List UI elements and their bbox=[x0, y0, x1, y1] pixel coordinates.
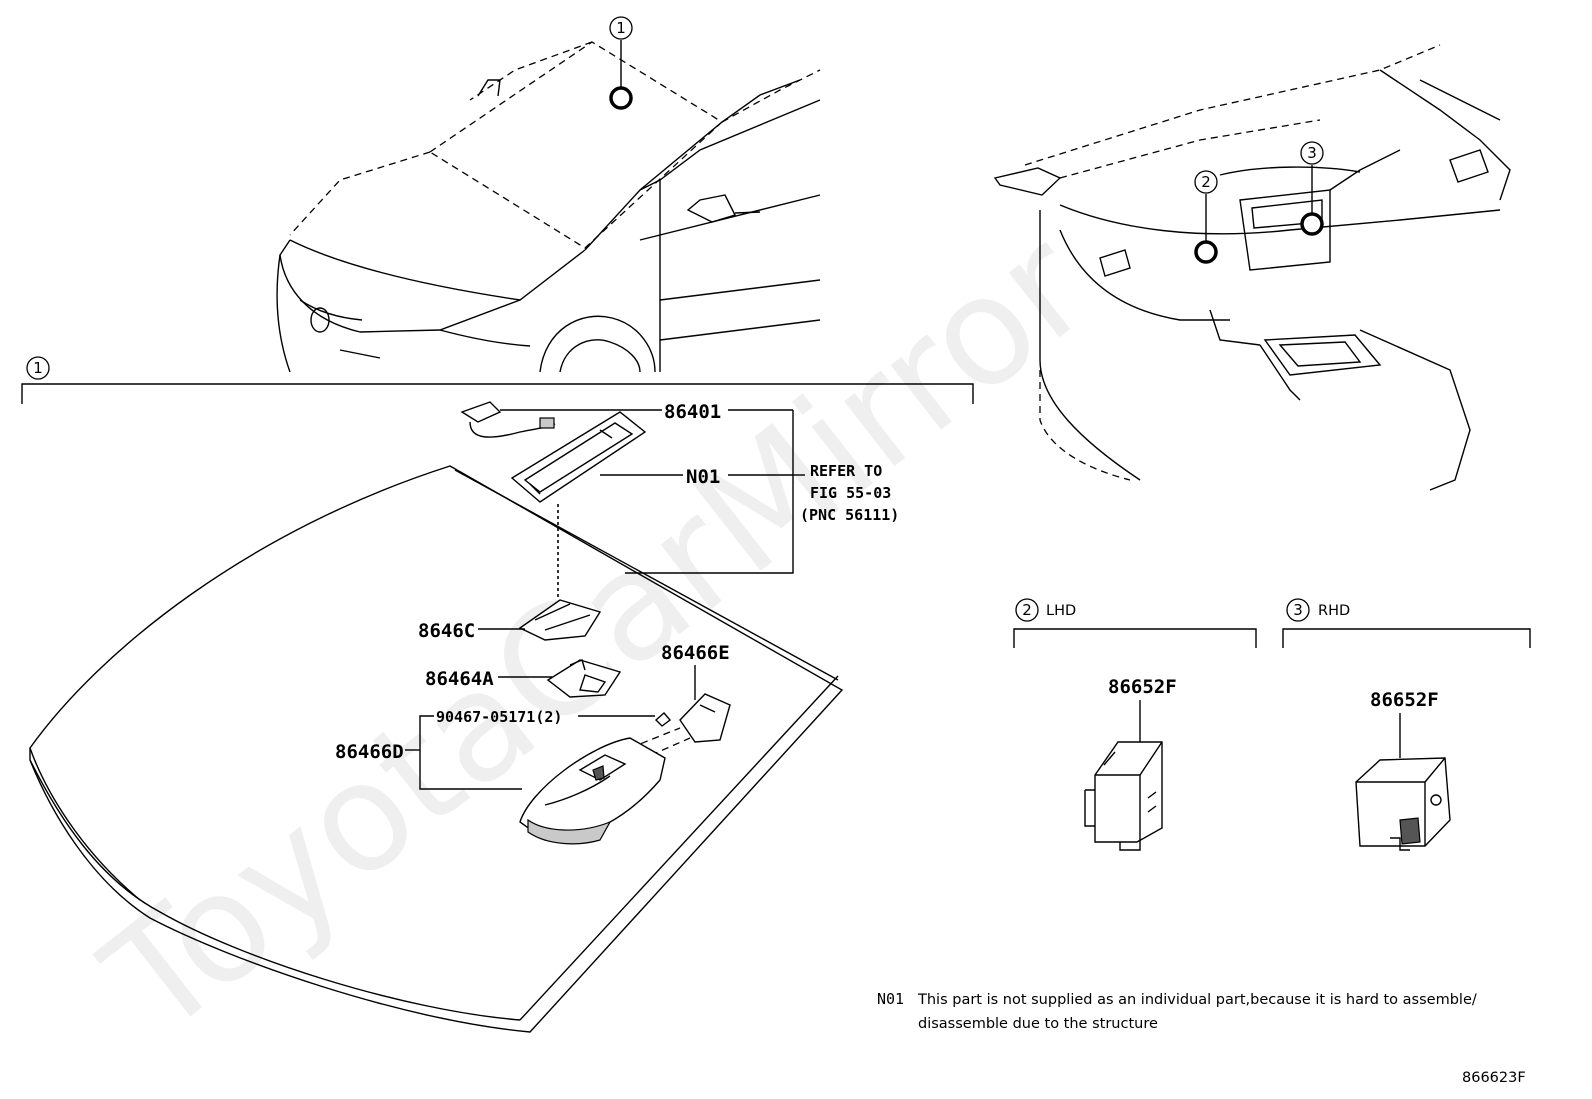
section-2-number: 2 bbox=[1022, 601, 1032, 619]
part-86401 bbox=[460, 401, 556, 438]
module-86652f-lhd bbox=[1084, 741, 1163, 851]
figure-id: 866623F bbox=[1462, 1070, 1526, 1086]
part-90467 bbox=[654, 712, 672, 727]
location-marker-icon bbox=[1194, 240, 1218, 264]
part-n01 bbox=[510, 411, 647, 503]
windshield-illustration bbox=[29, 465, 844, 1033]
location-marker-icon bbox=[1300, 212, 1324, 236]
callout-circle-1 bbox=[609, 16, 633, 40]
label-86466e: 86466E bbox=[661, 642, 730, 664]
label-86652f-lhd: 86652F bbox=[1108, 676, 1177, 698]
module-86652f-rhd bbox=[1355, 757, 1451, 851]
footnote-code: N01 bbox=[877, 990, 904, 1008]
footnote-line-1: This part is not supplied as an individu… bbox=[917, 992, 1477, 1008]
callout-2-number: 2 bbox=[1201, 173, 1211, 191]
section-2-circle bbox=[1015, 598, 1039, 622]
callout-1-number: 1 bbox=[616, 19, 626, 37]
part-86466d bbox=[519, 737, 666, 845]
callout-circle-3 bbox=[1300, 141, 1324, 165]
section-1-circle bbox=[26, 356, 50, 380]
label-8646c: 8646C bbox=[418, 620, 475, 642]
part-8646c bbox=[518, 599, 602, 641]
refer-line-2: FIG 55-03 bbox=[810, 484, 891, 502]
location-marker-icon bbox=[609, 86, 633, 110]
section-3-circle bbox=[1286, 598, 1310, 622]
label-86401: 86401 bbox=[664, 401, 721, 423]
leader-lines-center bbox=[405, 409, 805, 790]
section-2-lhd: 2 LHD 86652F bbox=[1013, 598, 1257, 851]
refer-line-3: (PNC 56111) bbox=[800, 506, 899, 524]
section-2-label: LHD bbox=[1046, 603, 1076, 619]
part-86466e bbox=[679, 693, 731, 743]
label-90467: 90467-05171(2) bbox=[436, 708, 562, 726]
refer-line-1: REFER TO bbox=[810, 462, 882, 480]
label-86466d: 86466D bbox=[335, 741, 404, 763]
dashboard-illustration: 2 3 bbox=[993, 44, 1511, 491]
section-3-number: 3 bbox=[1293, 601, 1303, 619]
footnote-line-2: disassemble due to the structure bbox=[918, 1016, 1158, 1032]
watermark: ToyotaCarMirror bbox=[74, 199, 1119, 1069]
label-86464a: 86464A bbox=[425, 668, 494, 690]
callout-3-number: 3 bbox=[1307, 144, 1317, 162]
part-86464a bbox=[546, 659, 622, 698]
section-1-number: 1 bbox=[33, 359, 43, 377]
section-3-rhd: 3 RHD 86652F bbox=[1282, 598, 1531, 851]
section-3-label: RHD bbox=[1318, 603, 1350, 619]
label-n01: N01 bbox=[686, 466, 720, 488]
label-86652f-rhd: 86652F bbox=[1370, 689, 1439, 711]
callout-circle-2 bbox=[1194, 170, 1218, 194]
section-1-bracket: 1 bbox=[21, 356, 974, 404]
car-exterior-illustration: 1 bbox=[276, 16, 821, 373]
